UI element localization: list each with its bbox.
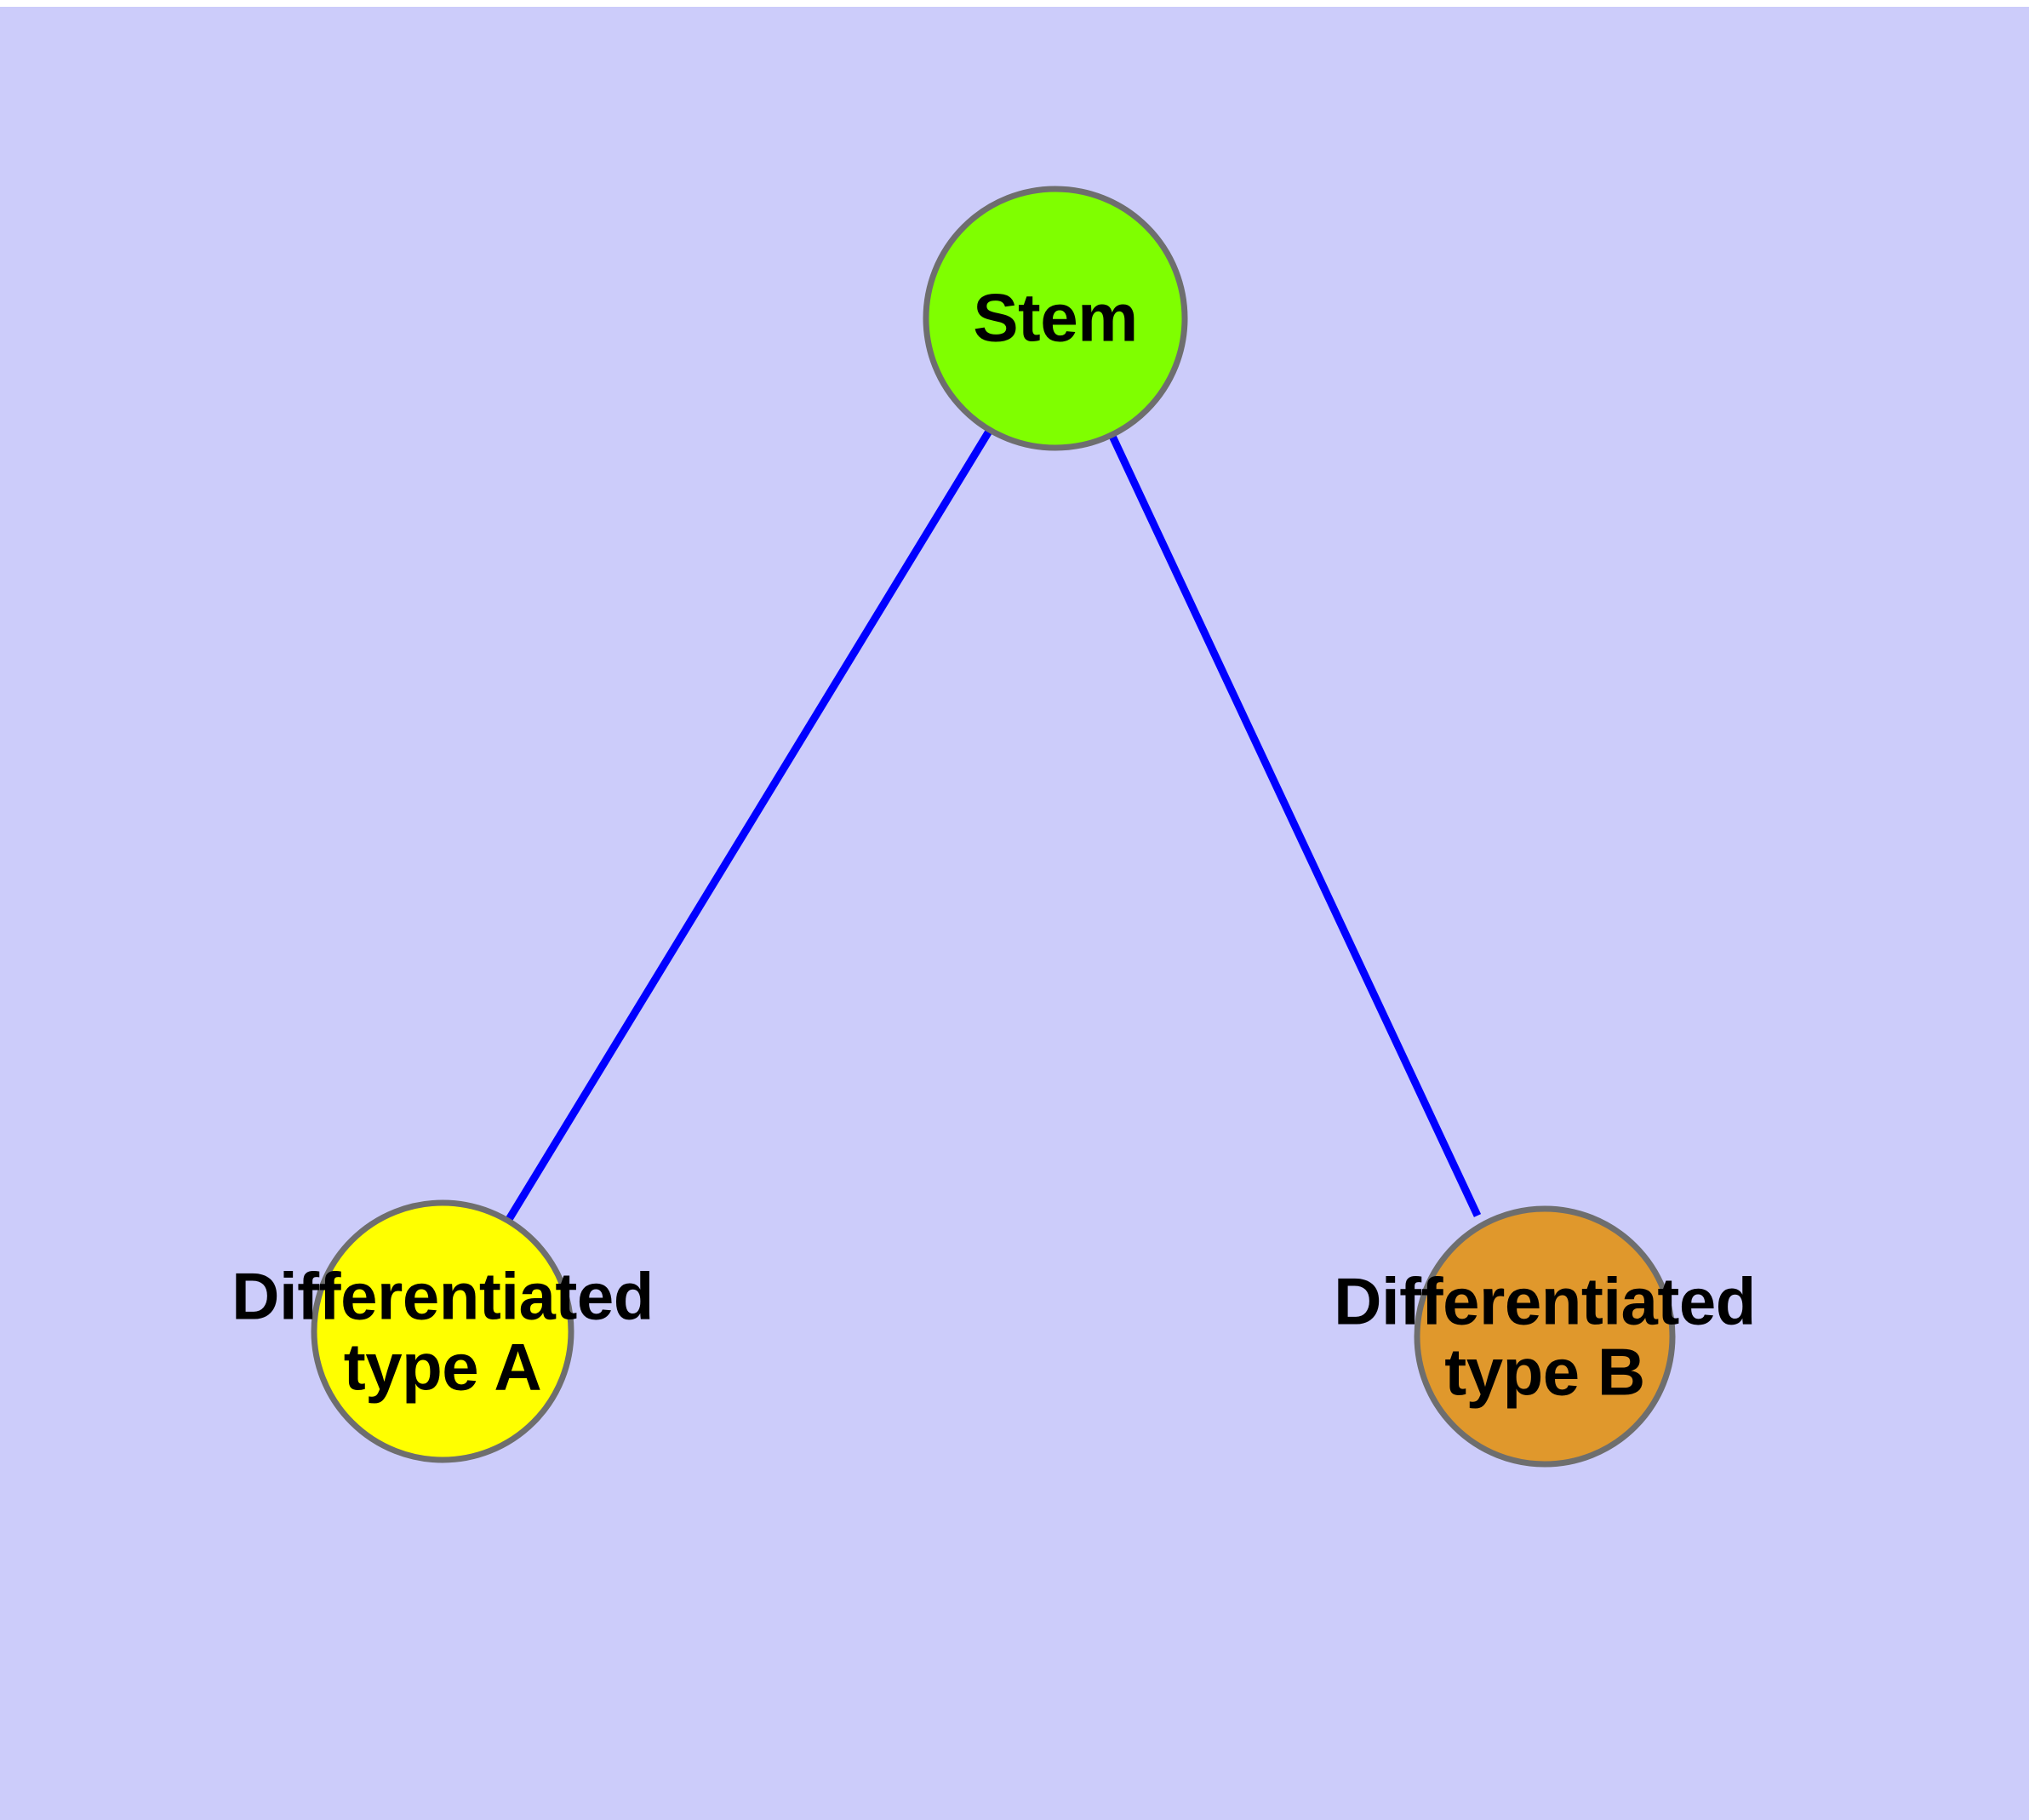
graph-node-stem[interactable] bbox=[923, 186, 1188, 451]
graph-edge-stem-diff_b[interactable] bbox=[1106, 431, 1482, 1217]
graph-edge-stem-diff_a[interactable] bbox=[505, 427, 993, 1223]
edges-layer bbox=[505, 427, 1482, 1223]
graph-node-diff_a[interactable] bbox=[311, 1199, 574, 1463]
nodes-layer bbox=[311, 186, 1676, 1468]
graph-node-diff_b[interactable] bbox=[1414, 1205, 1676, 1468]
